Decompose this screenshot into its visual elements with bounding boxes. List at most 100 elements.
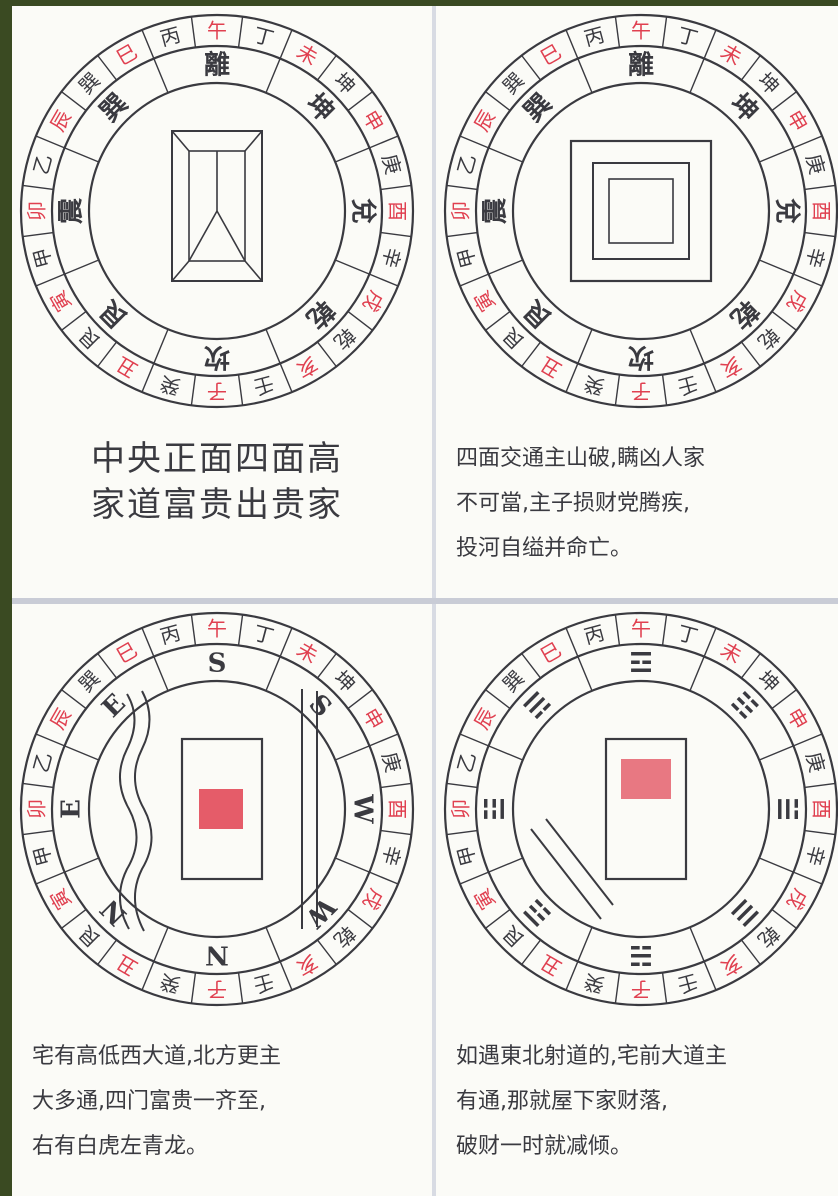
inner-divider: [488, 147, 524, 163]
inner-divider: [334, 857, 370, 873]
inner-divider: [488, 259, 524, 275]
ring-divider: [804, 829, 836, 836]
ring-character: 丁: [251, 620, 277, 648]
center-figure: [171, 130, 263, 282]
document-sheet: 丙午丁未坤申庚酉辛戌乾亥壬子癸丑艮寅甲卯乙辰巽巳離坤兌乾坎艮震巽 中央正面四面高…: [12, 6, 838, 1196]
ring-divider: [703, 627, 717, 657]
ring-divider: [61, 310, 87, 331]
inner-divider: [758, 147, 794, 163]
ring-divider: [190, 614, 197, 646]
trigram-label: 坎: [204, 342, 230, 372]
ring-divider: [740, 653, 761, 679]
trigram-label: W: [298, 890, 341, 933]
ring-divider: [565, 627, 579, 657]
ring-character: 子: [207, 978, 227, 1002]
ring-divider: [141, 29, 155, 59]
inner-divider: [64, 745, 100, 761]
ring-divider: [279, 363, 293, 393]
ring-character: 卯: [449, 201, 473, 221]
caption-line: 四面交通主山破,瞒凶人家: [456, 446, 705, 471]
inner-divider: [64, 857, 100, 873]
ring-divider: [771, 689, 797, 710]
ring-divider: [369, 871, 399, 885]
trigram-label: N: [205, 940, 229, 970]
trigram-label: 坎: [628, 342, 654, 372]
ring-character: 酉: [810, 201, 834, 221]
ring-divider: [237, 972, 244, 1004]
ring-divider: [459, 273, 489, 287]
inner-divider: [153, 926, 169, 962]
ring-divider: [804, 184, 836, 191]
ring-divider: [740, 939, 761, 965]
ring-divider: [565, 29, 579, 59]
ring-divider: [804, 231, 836, 238]
ring-divider: [380, 782, 412, 789]
ring-character: 甲: [452, 245, 480, 271]
ring-character: 酉: [386, 201, 410, 221]
ring-character: 午: [207, 19, 227, 43]
ring-character: 子: [631, 380, 651, 404]
ring-divider: [190, 972, 197, 1004]
ring-divider: [35, 733, 65, 747]
trigram-label: 兌: [348, 198, 378, 224]
inner-divider: [334, 745, 370, 761]
ring-divider: [190, 16, 197, 48]
ring-character: 酉: [386, 799, 410, 819]
ring-divider: [446, 782, 478, 789]
ring-divider: [316, 939, 337, 965]
ring-character: 癸: [158, 371, 184, 399]
center-figure: [530, 737, 688, 920]
ring-divider: [459, 135, 489, 149]
inner-divider: [334, 147, 370, 163]
trigram-label: 兌: [772, 198, 802, 224]
ring-divider: [380, 829, 412, 836]
panel-top-left: 丙午丁未坤申庚酉辛戌乾亥壬子癸丑艮寅甲卯乙辰巽巳離坤兌乾坎艮震巽 中央正面四面高…: [12, 6, 422, 596]
ring-divider: [446, 231, 478, 238]
ring-character: 午: [631, 617, 651, 641]
ring-divider: [740, 341, 761, 367]
compass-svg: 丙午丁未坤申庚酉辛戌乾亥壬子癸丑艮寅甲卯乙辰巽巳離坤兌乾坎艮震巽: [443, 13, 838, 409]
ring-divider: [771, 310, 797, 331]
ring-character: 辛: [377, 843, 405, 869]
ring-divider: [347, 689, 373, 710]
ring-character: 丙: [582, 620, 608, 648]
ring-character: 壬: [251, 371, 277, 399]
ring-character: 乙: [28, 750, 56, 776]
ring-divider: [279, 961, 293, 991]
ring-divider: [614, 16, 621, 48]
ring-divider: [459, 871, 489, 885]
ring-character: 丁: [675, 620, 701, 648]
ring-divider: [347, 908, 373, 929]
caption-line: 家道富贵出贵家: [91, 485, 343, 525]
ring-divider: [446, 184, 478, 191]
ring-divider: [237, 614, 244, 646]
ring-divider: [380, 184, 412, 191]
ring-divider: [35, 135, 65, 149]
inner-divider: [577, 328, 593, 364]
ring-character: 壬: [675, 371, 701, 399]
trigram-label: 震: [481, 197, 511, 224]
ring-divider: [237, 374, 244, 406]
ring-divider: [97, 55, 118, 81]
ring-divider: [97, 653, 118, 679]
inner-divider: [265, 926, 281, 962]
inner-divider: [64, 147, 100, 163]
caption-line: 宅有高低西大道,北方更主: [32, 1044, 281, 1069]
inner-divider: [758, 857, 794, 873]
ring-divider: [316, 341, 337, 367]
ring-character: 丙: [158, 620, 184, 648]
ring-character: 庚: [801, 152, 829, 178]
ring-character: 辛: [801, 245, 829, 271]
ring-divider: [521, 939, 542, 965]
ring-divider: [804, 782, 836, 789]
inner-divider: [689, 656, 705, 692]
caption: 四面交通主山破,瞒凶人家 不可當,主子损财党腾疾, 投河自缢并命亡。: [456, 436, 838, 571]
inner-divider: [689, 58, 705, 94]
ring-character: 丙: [158, 22, 184, 50]
ring-divider: [61, 689, 87, 710]
ring-divider: [661, 374, 668, 406]
ring-divider: [347, 91, 373, 112]
inner-divider: [758, 259, 794, 275]
panel-bottom-right: 丙午丁未坤申庚酉辛戌乾亥壬子癸丑艮寅甲卯乙辰巽巳☲☷☱☰☵☶☳☴ 如遇東北射道的…: [436, 604, 838, 1194]
